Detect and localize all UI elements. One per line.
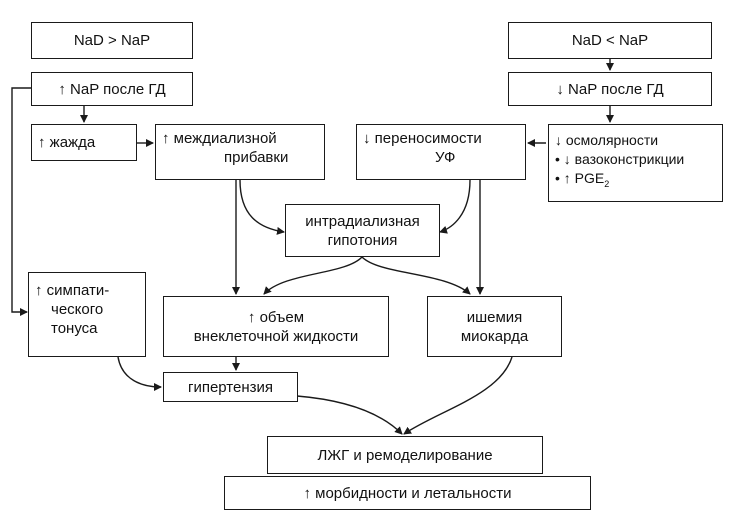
ecv-line2: внеклеточной жидкости <box>193 327 359 345</box>
sympathetic-tone-line2: ческого <box>51 301 104 318</box>
uf-intolerance-line1: ↓ переносимости <box>363 130 482 147</box>
hypertension-label: гипертензия <box>187 378 274 396</box>
ecv-box: ↑ объем внеклеточной жидкости <box>163 296 389 357</box>
arrow-idwg-to-idh <box>239 179 285 235</box>
sodium-gradient-positive-label: NaD > NaP <box>73 32 151 49</box>
nap-increase-box: ↑ NaP после ГД <box>31 72 193 106</box>
nap-decrease-box: ↓ NaP после ГД <box>508 72 712 106</box>
interdialytic-gain-line1: ↑ междиализной <box>162 130 277 147</box>
myocardial-ischemia-line1: ишемия <box>466 308 523 326</box>
hypertension-box: гипертензия <box>163 372 298 402</box>
sodium-gradient-negative-box: NaD < NaP <box>508 22 712 59</box>
thirst-label: ↑ жажда <box>38 134 96 151</box>
nap-decrease-label: ↓ NaP после ГД <box>556 80 664 98</box>
osmolarity-box: ↓ осмолярности • ↓ вазоконстрикции • ↑ P… <box>548 124 723 202</box>
uf-intolerance-box: ↓ переносимости УФ <box>356 124 526 180</box>
thirst-box: ↑ жажда <box>31 124 137 161</box>
ecv-line1: ↑ объем <box>247 308 305 326</box>
morbidity-mortality-label: ↑ морбидности и летальности <box>303 484 512 502</box>
lvh-remodeling-box: ЛЖГ и ремоделирование <box>267 436 543 474</box>
interdialytic-gain-line2: прибавки <box>224 149 289 166</box>
nap-increase-label: ↑ NaP после ГД <box>58 80 166 98</box>
intradialytic-hypotension-box: интрадиализная гипотония <box>285 204 440 257</box>
osmolarity-line1: ↓ осмолярности <box>555 132 659 148</box>
sodium-gradient-negative-label: NaD < NaP <box>571 32 649 49</box>
sodium-gradient-positive-box: NaD > NaP <box>31 22 193 59</box>
uf-intolerance-line2: УФ <box>435 149 456 166</box>
arrow-uf-to-idh <box>439 179 471 234</box>
arrow-ischemia-to-lvh <box>403 356 513 435</box>
sympathetic-tone-line1: ↑ симпати- <box>35 282 110 299</box>
pge2-subscript: 2 <box>604 178 610 189</box>
arrow-idh-to-ischemia <box>361 256 471 295</box>
sympathetic-tone-line3: тонуса <box>51 320 98 337</box>
arrow-hypertension-to-lvh <box>296 395 403 435</box>
sympathetic-tone-box: ↑ симпати- ческого тонуса <box>28 272 146 357</box>
pge2-label: • ↑ PGE <box>555 170 605 186</box>
pge2-line: • ↑ PGE2 <box>555 169 722 194</box>
arrow-idh-to-ecv <box>263 256 363 295</box>
intradialytic-hypotension-line2: гипотония <box>327 231 398 249</box>
arrow-sympathetic-to-hypertension <box>117 356 162 391</box>
interdialytic-gain-box: ↑ междиализной прибавки <box>155 124 325 180</box>
myocardial-ischemia-line2: миокарда <box>460 327 529 345</box>
lvh-remodeling-label: ЛЖГ и ремоделирование <box>317 446 493 464</box>
intradialytic-hypotension-line1: интрадиализная <box>305 212 420 230</box>
morbidity-mortality-box: ↑ морбидности и летальности <box>224 476 591 510</box>
vasoconstriction-line: • ↓ вазоконстрикции <box>555 151 685 167</box>
arrow-nap-up-to-sympathetic <box>11 87 31 316</box>
myocardial-ischemia-box: ишемия миокарда <box>427 296 562 357</box>
